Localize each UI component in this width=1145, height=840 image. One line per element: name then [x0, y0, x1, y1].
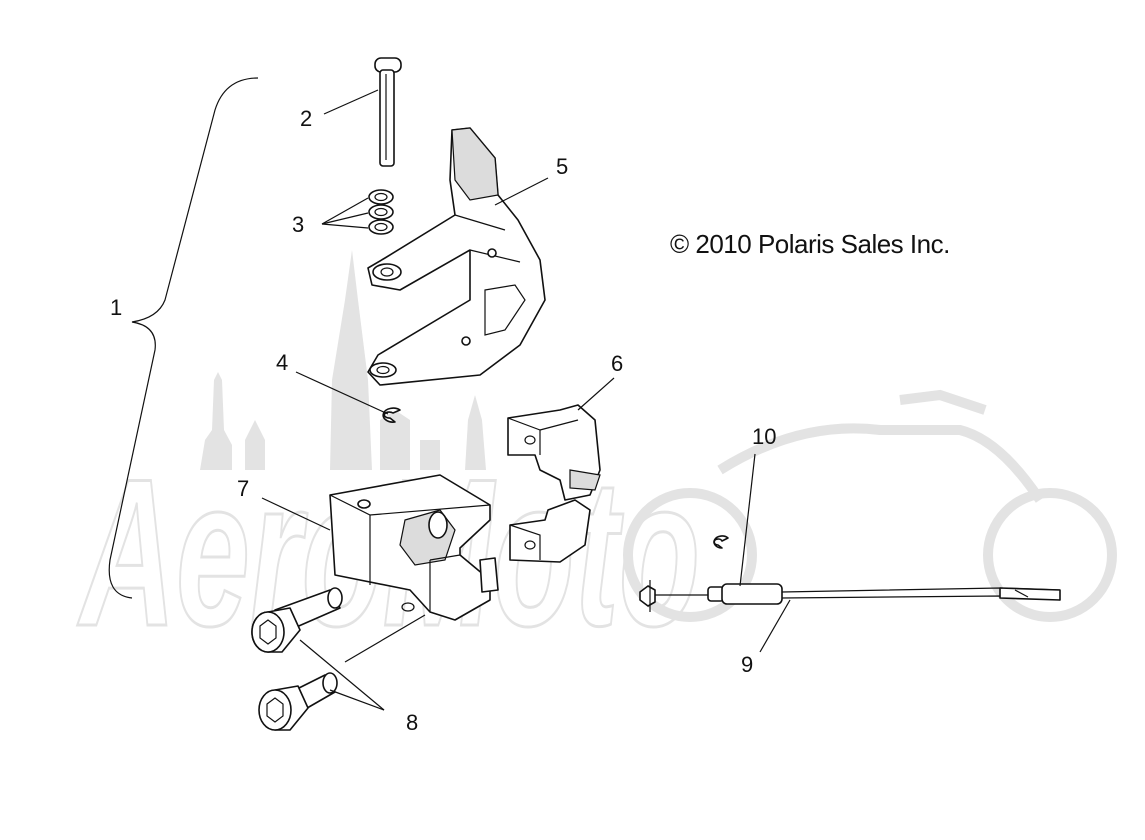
callouts: 1 2 3 4 5 6 7 8 9 10 [110, 106, 776, 735]
copyright-notice: © 2010 Polaris Sales Inc. [670, 229, 950, 259]
callout-1: 1 [110, 295, 122, 320]
callout-9: 9 [741, 652, 753, 677]
callout-8: 8 [406, 710, 418, 735]
callout-10: 10 [752, 424, 776, 449]
cap-screw-upper [251, 587, 343, 653]
callout-7: 7 [237, 476, 249, 501]
callout-3: 3 [292, 212, 304, 237]
bracket [367, 127, 546, 386]
cap-screw-lower [258, 672, 338, 731]
callout-2: 2 [300, 106, 312, 131]
split-collar [507, 404, 601, 563]
cable [639, 580, 1061, 612]
small-clip [713, 535, 729, 549]
callout-6: 6 [611, 351, 623, 376]
callout-5: 5 [556, 154, 568, 179]
callout-4: 4 [276, 350, 288, 375]
watermark-motorcycle [623, 389, 1117, 622]
pin [374, 57, 402, 167]
washers [368, 189, 394, 235]
leader-lines [261, 89, 791, 711]
watermark-skyline [200, 250, 486, 470]
clamp-block [329, 474, 499, 621]
e-clip [382, 407, 401, 423]
assembly-brace [108, 77, 259, 599]
